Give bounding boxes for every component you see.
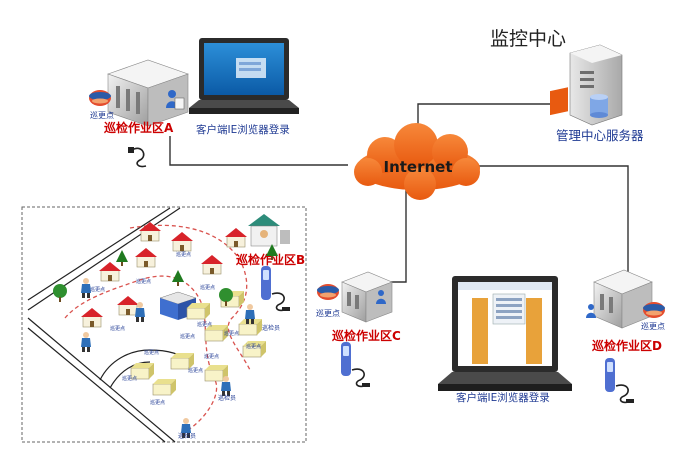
map-office-icon [170, 352, 195, 370]
zone-b-building [248, 214, 290, 247]
map-inspector-label: 巡检员 [178, 432, 196, 440]
client-laptop-bottom [438, 276, 572, 391]
map-markers: 巡更点巡更点巡更点巡更点巡更点巡更点巡更点巡更点巡更点巡更点巡更点巡更点巡更点巡… [53, 221, 280, 440]
internet-label: Internet [383, 158, 452, 176]
user-icon [376, 290, 386, 304]
map-point-label: 巡更点 [150, 399, 165, 406]
map-point-label: 巡更点 [224, 330, 239, 337]
map-office-icon [186, 302, 211, 320]
link-zone-d [446, 165, 629, 276]
zone-a-point-icon [89, 90, 111, 106]
zone-d-building [586, 269, 653, 329]
map-point-label: 巡更点 [188, 367, 203, 374]
zone-a-cable-icon [127, 146, 147, 168]
map-point-label: 巡更点 [204, 353, 219, 360]
map-point-label: 巡更点 [110, 325, 125, 332]
link-server [417, 103, 560, 134]
client-top-label: 客户端IE浏览器登录 [196, 123, 290, 136]
internet-cloud [354, 123, 480, 200]
map-point-label: 巡更点 [176, 251, 191, 258]
management-server [550, 44, 623, 126]
zone-c-point-icon [317, 284, 339, 300]
user-icon [166, 90, 185, 110]
zone-a-label: 巡检作业区A [104, 120, 174, 135]
zone-a-building [107, 59, 189, 127]
zone-d-reader-icon [604, 357, 635, 404]
map-point-label: 巡更点 [122, 375, 137, 382]
map-office-icon [152, 378, 177, 396]
map-point-label: 巡更点 [180, 333, 195, 340]
map-point-label: 巡更点 [197, 321, 212, 328]
zone-b-label: 巡检作业区B [236, 252, 305, 267]
zone-a-point-label: 巡更点 [90, 110, 114, 120]
zone-c-label: 巡检作业区C [332, 328, 401, 343]
map-office-icon [238, 318, 263, 336]
user-icon [586, 304, 596, 318]
zone-d-point-icon [643, 302, 665, 318]
zone-c-point-label: 巡更点 [316, 308, 340, 318]
link-zone-a [169, 136, 348, 166]
client-laptop-top [189, 38, 299, 114]
database-icon [590, 94, 608, 118]
map-point-label: 巡更点 [144, 349, 159, 356]
monitoring-center-title: 监控中心 [490, 28, 566, 50]
map-inspector-label: 巡检员 [218, 394, 236, 402]
zone-c-reader-icon [340, 341, 371, 388]
map-point-label: 巡更点 [246, 343, 261, 350]
map-inspector-label: 巡检员 [262, 324, 280, 332]
map-point-label: 巡更点 [136, 278, 151, 285]
client-bottom-label: 客户端IE浏览器登录 [456, 391, 550, 404]
server-label: 管理中心服务器 [556, 128, 644, 143]
link-zone-c [384, 188, 407, 283]
zone-c-building [341, 271, 393, 323]
zone-d-point-label: 巡更点 [641, 321, 665, 331]
zone-d-label: 巡检作业区D [592, 338, 662, 353]
map-point-label: 巡更点 [90, 286, 105, 293]
map-point-label: 巡更点 [200, 284, 215, 291]
